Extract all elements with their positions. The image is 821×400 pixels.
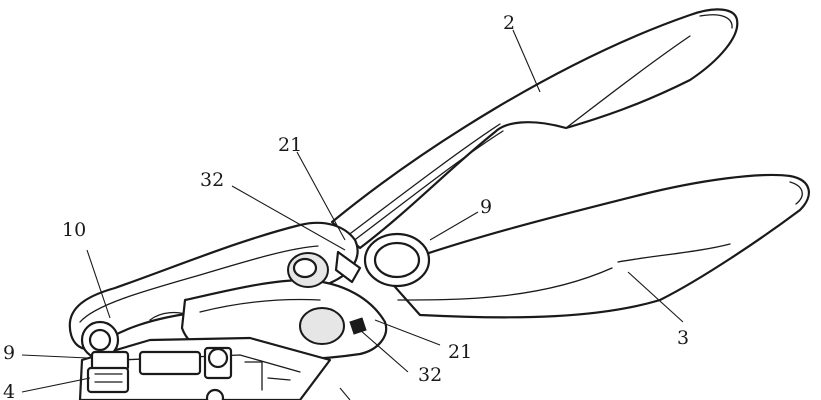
callout-3: 3	[677, 327, 689, 349]
callout-2: 2	[503, 12, 515, 34]
callout-32-bottom: 32	[418, 364, 442, 386]
latch	[334, 250, 367, 335]
callout-32-top: 32	[200, 169, 224, 191]
callout-4: 4	[3, 381, 15, 400]
callout-9-top: 9	[480, 196, 492, 218]
callout-9-left: 9	[3, 342, 15, 364]
punch-body	[78, 336, 332, 400]
upper-handle	[330, 8, 739, 250]
callout-labels: 2 21 32 9 10 3 21 9 32 4	[3, 12, 689, 400]
punch-head	[80, 320, 130, 394]
leader-lines	[21, 29, 684, 400]
callout-21-top: 21	[278, 134, 302, 156]
lower-handle	[378, 173, 810, 319]
callout-10: 10	[62, 219, 86, 241]
spring-ring	[363, 232, 431, 288]
callout-21-bottom: 21	[448, 341, 472, 363]
rivets	[287, 252, 345, 345]
